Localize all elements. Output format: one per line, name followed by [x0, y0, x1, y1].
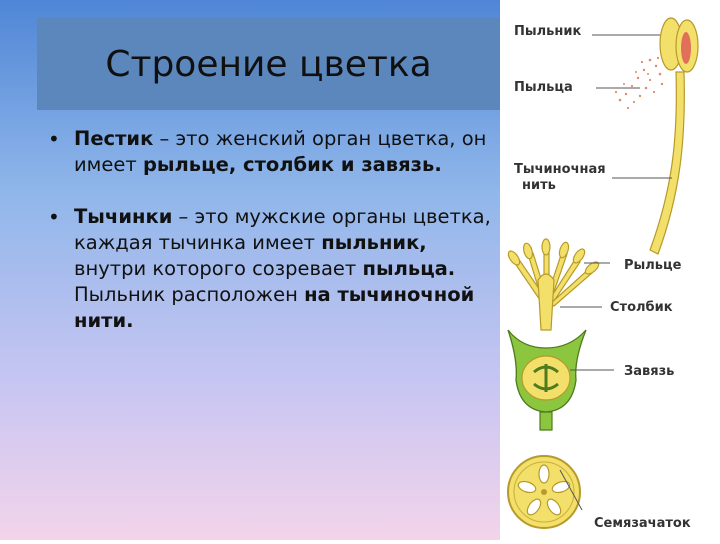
bullet-pistil: • Пестик – это женский орган цветка, он … — [48, 126, 498, 178]
pistil-figure — [507, 238, 600, 431]
flower-diagram — [507, 17, 699, 529]
pollen-grains — [614, 56, 664, 110]
bullet-stamens: • Тычинки – это мужские органы цветка, к… — [48, 204, 498, 334]
term-pistil-parts: рыльце, столбик и завязь. — [142, 153, 442, 176]
label-anther: Пыльник — [514, 24, 582, 39]
label-ovules: Семязачаток — [594, 516, 691, 531]
label-style: Столбик — [610, 300, 673, 315]
ovary-cross-section — [507, 455, 581, 529]
stamen-anther — [659, 17, 699, 73]
term-pollen: пыльца. — [362, 257, 456, 280]
bullet-dot: • — [48, 205, 60, 229]
bullet-list: • Пестик – это женский орган цветка, он … — [48, 126, 498, 360]
flower-structure-figure: Пыльник Пыльца Тычиночная нить Рыльце Ст… — [500, 0, 720, 540]
stamen-filament — [649, 71, 685, 255]
term-pistil: Пестик — [74, 127, 154, 150]
term-stamens: Тычинки — [74, 205, 173, 228]
bullet-text: Пестик – это женский орган цветка, он им… — [74, 126, 498, 178]
label-filament-2: нить — [522, 178, 556, 193]
term-anther: пыльник, — [321, 231, 427, 254]
label-ovary: Завязь — [624, 364, 675, 379]
label-filament-1: Тычиночная — [514, 162, 606, 177]
slide-title: Строение цветка — [105, 43, 432, 85]
title-box: Строение цветка — [37, 18, 500, 110]
bullet-text-part: – это женский орган цветка, он имеет — [74, 127, 487, 176]
bullet-text-part: – это мужские органы цветка, каждая тычи… — [74, 205, 491, 254]
bullet-dot: • — [48, 127, 60, 151]
label-pollen: Пыльца — [514, 80, 573, 95]
bullet-text: Тычинки – это мужские органы цветка, каж… — [74, 204, 498, 334]
term-filament: на тычиночной нити. — [74, 283, 475, 332]
bullet-text-part: внутри которого созревает — [74, 257, 363, 280]
leader-lines — [559, 34, 672, 511]
label-stigma: Рыльце — [624, 258, 682, 273]
bullet-text-part: Пыльник расположен — [74, 283, 305, 306]
